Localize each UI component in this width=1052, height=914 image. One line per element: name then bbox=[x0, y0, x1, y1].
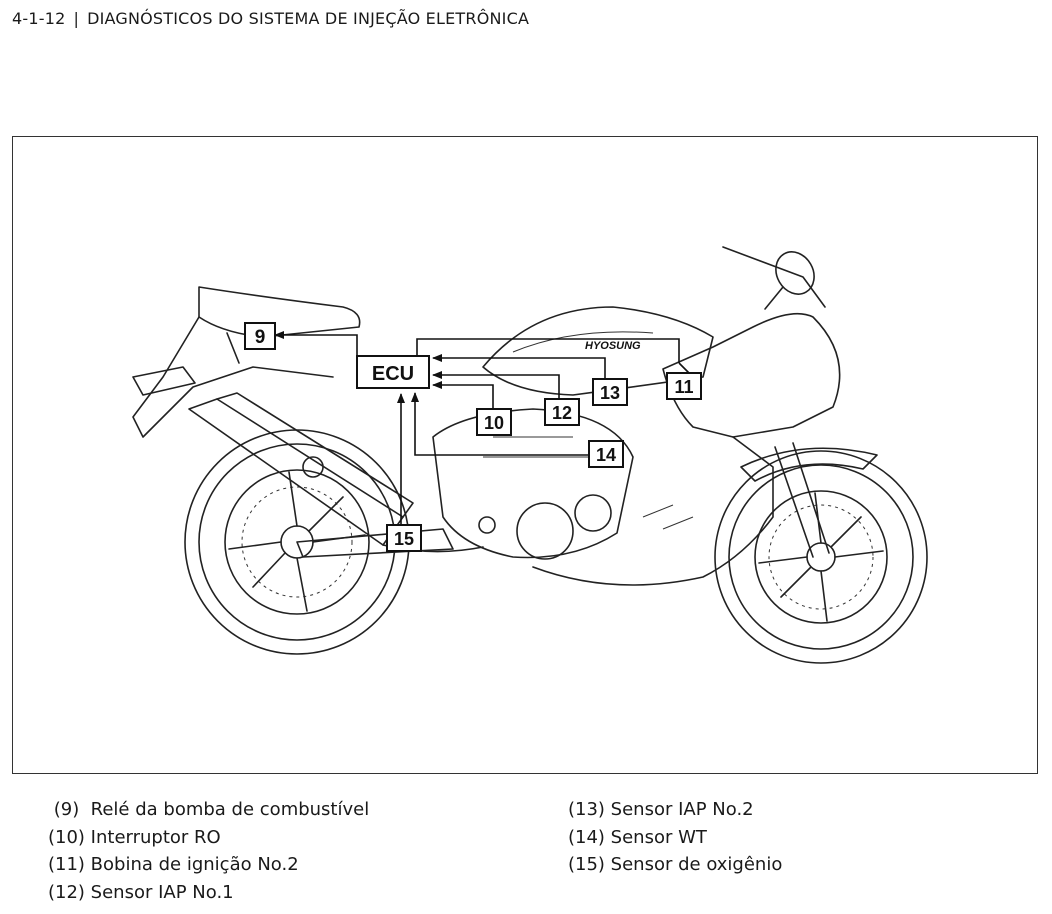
callout-11: 11 bbox=[666, 372, 702, 400]
svg-text:14: 14 bbox=[596, 445, 616, 465]
exhaust-muffler bbox=[188, 392, 484, 553]
callout-14: 14 bbox=[588, 440, 624, 468]
svg-text:10: 10 bbox=[484, 413, 504, 433]
brand-text: HYOSUNG bbox=[585, 340, 641, 352]
callout-9: 9 bbox=[244, 322, 276, 350]
mirror bbox=[764, 251, 815, 310]
svg-text:11: 11 bbox=[674, 377, 693, 397]
callout-12: 12 bbox=[544, 398, 580, 426]
callout-13: 13 bbox=[592, 378, 628, 406]
svg-text:9: 9 bbox=[255, 327, 266, 348]
engine bbox=[432, 408, 634, 560]
section-title: DIAGNÓSTICOS DO SISTEMA DE INJEÇÃO ELETR… bbox=[87, 9, 530, 28]
ecu-label: ECU bbox=[372, 363, 414, 385]
legend-right: (13) Sensor IAP No.2 (14) Sensor WT (15)… bbox=[568, 796, 782, 879]
fuel-tank bbox=[482, 306, 714, 396]
swingarm bbox=[296, 528, 454, 558]
svg-text:15: 15 bbox=[394, 529, 414, 549]
motorcycle-diagram: HYOSUNG ECU 9 10 11 bbox=[132, 246, 928, 664]
legend-item-9: (9) Relé da bomba de combustível bbox=[48, 799, 370, 820]
svg-text:12: 12 bbox=[552, 403, 572, 423]
front-fender bbox=[740, 447, 878, 482]
legend-item-14: (14) Sensor WT bbox=[568, 826, 707, 848]
header-separator: | bbox=[73, 9, 80, 28]
legend-item-12: (12) Sensor IAP No.1 bbox=[48, 881, 234, 903]
callout-10: 10 bbox=[476, 408, 512, 436]
callout-15: 15 bbox=[386, 524, 422, 552]
signal-wires bbox=[274, 331, 690, 525]
legend-item-15: (15) Sensor de oxigênio bbox=[568, 854, 783, 875]
legend-item-13: (13) Sensor IAP No.2 bbox=[568, 799, 754, 820]
front-wheel bbox=[714, 450, 928, 664]
page-number: 4-1-12 bbox=[12, 9, 66, 28]
legend-item-11: (11) Bobina de ignição No.2 bbox=[48, 854, 299, 875]
legend-left: (9) Relé da bomba de combustível (10) In… bbox=[48, 796, 369, 906]
front-fairing bbox=[532, 246, 841, 586]
tail-section bbox=[132, 286, 361, 438]
legend-item-10: (10) Interruptor RO bbox=[48, 826, 221, 848]
svg-text:13: 13 bbox=[600, 383, 620, 403]
front-fork bbox=[774, 442, 830, 558]
motorcycle-diagram-frame: HYOSUNG ECU 9 10 11 bbox=[12, 136, 1038, 774]
page-header: 4-1-12 | DIAGNÓSTICOS DO SISTEMA DE INJEÇÃ… bbox=[12, 9, 529, 28]
ecu-box: ECU bbox=[356, 355, 430, 389]
